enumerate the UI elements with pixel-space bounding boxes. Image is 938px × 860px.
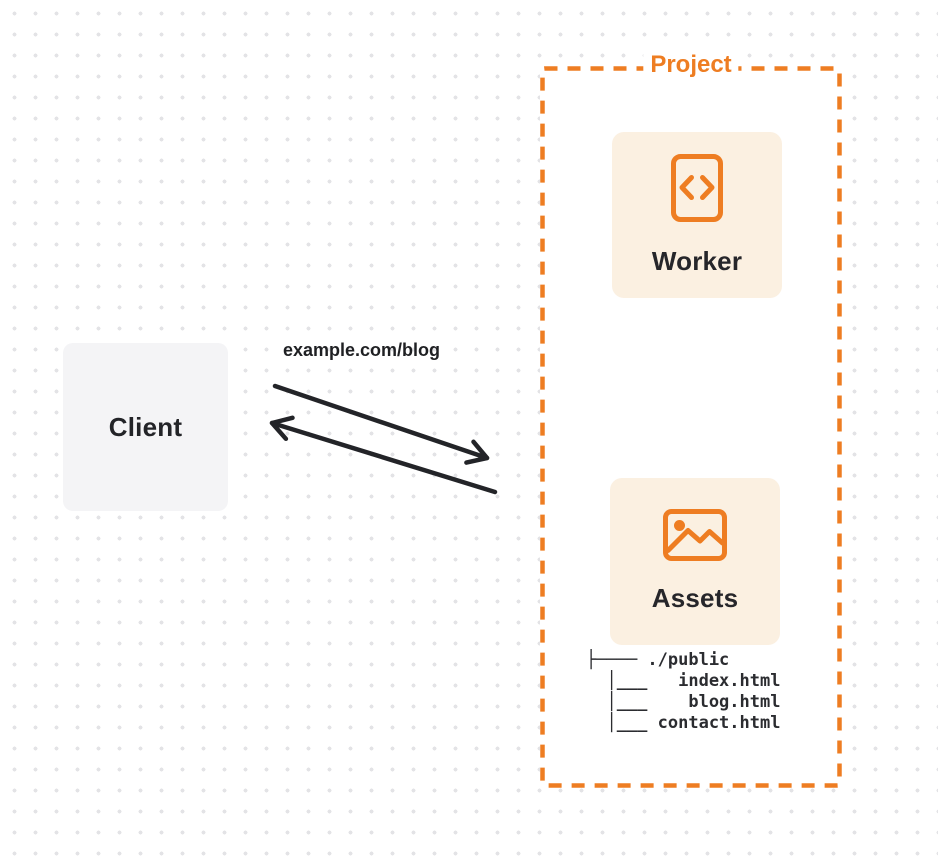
worker-label: Worker [651, 245, 743, 276]
project-boundary: Project Worker Assets ├──── ./public │__… [540, 50, 842, 788]
file-tree-line: ├──── ./public [586, 650, 730, 670]
image-icon [663, 509, 727, 561]
request-url-label: example.com/blog [283, 340, 441, 360]
client-label: Client [108, 411, 183, 442]
file-tree-line: │___ index.html [586, 671, 781, 691]
code-document-icon [671, 153, 723, 222]
worker-card: Worker [612, 132, 782, 298]
client-box: Client [63, 343, 228, 511]
project-label: Project [643, 50, 739, 80]
file-tree-line: │___ contact.html [586, 713, 781, 733]
assets-label: Assets [651, 583, 739, 613]
assets-card: Assets [610, 478, 780, 645]
response-arrow-icon [269, 415, 498, 495]
assets-file-tree: ├──── ./public │___ index.html │___ blog… [586, 650, 780, 734]
request-arrow-icon [272, 383, 490, 465]
file-tree-line: │___ blog.html [586, 692, 781, 712]
